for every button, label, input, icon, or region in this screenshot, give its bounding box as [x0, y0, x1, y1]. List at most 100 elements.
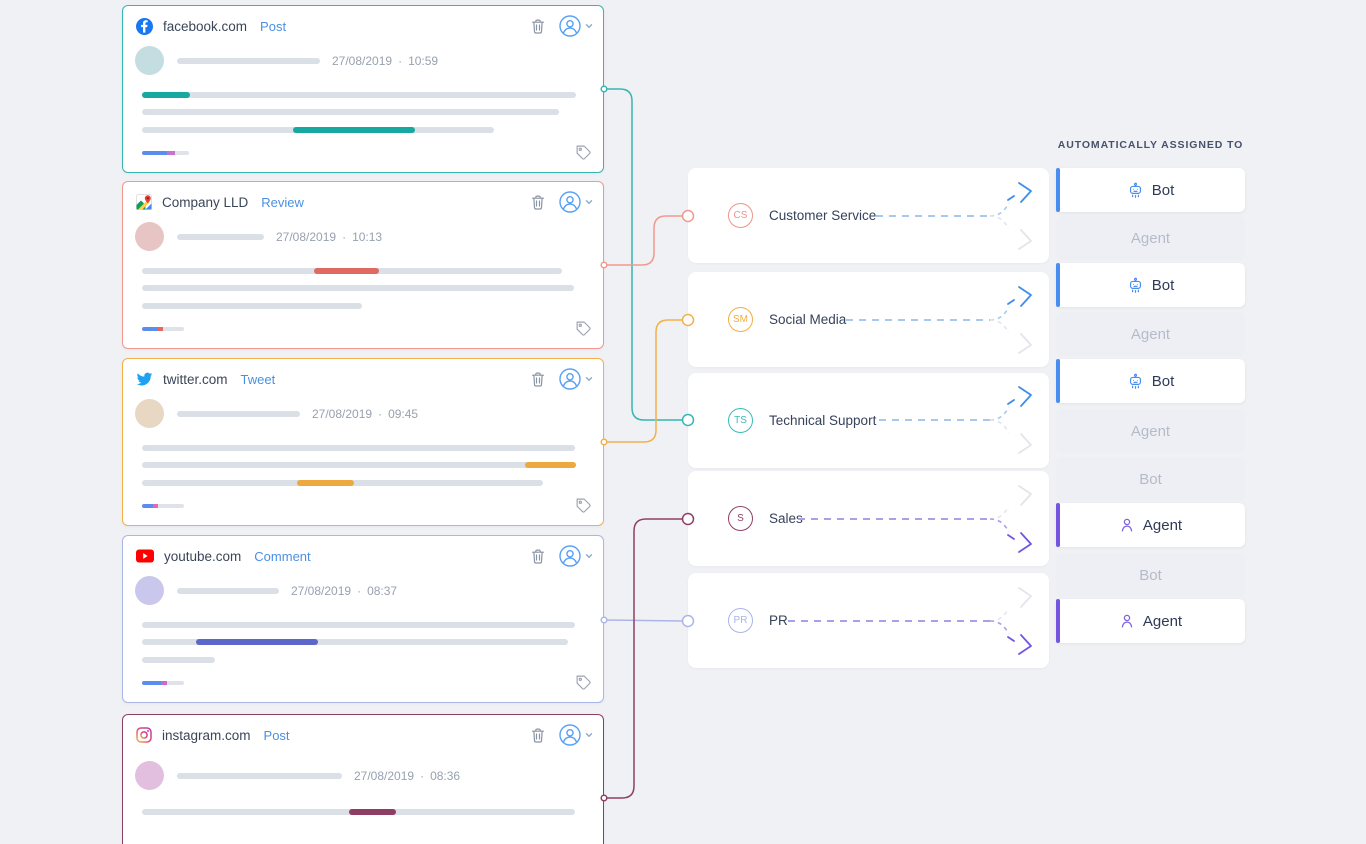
assign-option-bot-sales[interactable]: Bot	[1056, 457, 1245, 501]
assign-option-agent-customer-service[interactable]: Agent	[1056, 216, 1245, 260]
category-card-sales: S Sales	[688, 471, 1049, 566]
post-date: 27/08/2019	[291, 583, 352, 598]
post-source: instagram.com	[162, 727, 251, 743]
assign-option-agent-technical-support[interactable]: Agent	[1056, 409, 1245, 453]
text-placeholder-line	[142, 268, 562, 274]
assign-option-agent-sales[interactable]: Agent	[1056, 503, 1245, 547]
chevron-down-icon	[585, 733, 593, 738]
assign-user-dropdown[interactable]	[559, 545, 594, 567]
post-card-youtube: youtube.com Comment 27/08/2019 · 08:37	[122, 535, 604, 703]
category-card-customer-service: CS Customer Service	[688, 168, 1049, 263]
youtube-icon	[136, 549, 154, 563]
delete-button[interactable]	[530, 727, 546, 744]
assign-option-bot-customer-service[interactable]: Bot	[1056, 168, 1245, 212]
bot-icon	[1129, 182, 1141, 198]
post-time: 10:59	[408, 53, 439, 68]
assign-user-dropdown[interactable]	[559, 724, 594, 746]
avatar	[135, 222, 164, 251]
category-card-technical-support: TS Technical Support	[688, 373, 1049, 468]
tag-icon	[576, 675, 591, 690]
tag-button[interactable]	[575, 497, 592, 514]
tag-button[interactable]	[575, 674, 592, 691]
active-accent-bar	[1056, 168, 1060, 212]
author-row: 27/08/2019 · 10:59	[135, 46, 438, 75]
mini-progress-bar	[142, 504, 184, 508]
post-card-header: twitter.com Tweet	[136, 359, 594, 399]
post-type-link[interactable]: Post	[260, 18, 287, 34]
category-label: PR	[769, 613, 788, 628]
date-separator: ·	[378, 406, 383, 421]
chevron-down-icon	[585, 377, 593, 382]
date-separator: ·	[398, 53, 403, 68]
text-placeholder-line	[142, 109, 559, 115]
post-datetime: 27/08/2019 · 08:36	[354, 769, 460, 783]
date-separator: ·	[420, 768, 425, 783]
avatar	[135, 399, 164, 428]
post-time: 09:45	[388, 406, 419, 421]
avatar	[135, 761, 164, 790]
assign-option-bot-pr[interactable]: Bot	[1056, 553, 1245, 597]
post-time: 08:36	[430, 768, 461, 783]
tag-icon	[576, 498, 591, 513]
assign-option-label: Bot	[1151, 276, 1175, 294]
post-datetime: 27/08/2019 · 10:59	[332, 54, 438, 68]
post-card-header: Company LLD Review	[136, 182, 594, 222]
delete-button[interactable]	[530, 548, 546, 565]
post-time: 10:13	[352, 229, 383, 244]
post-source: Company LLD	[162, 194, 249, 210]
delete-button[interactable]	[530, 194, 546, 211]
assign-option-label: Agent	[1142, 516, 1183, 534]
assign-option-label: Agent	[1130, 229, 1171, 247]
assign-user-dropdown[interactable]	[559, 368, 594, 390]
delete-button[interactable]	[530, 371, 546, 388]
assign-option-bot-social-media[interactable]: Bot	[1056, 263, 1245, 307]
assign-option-agent-social-media[interactable]: Agent	[1056, 312, 1245, 356]
text-placeholder-line	[142, 639, 568, 645]
assign-user-dropdown[interactable]	[559, 15, 594, 37]
date-separator: ·	[357, 583, 362, 598]
tag-button[interactable]	[575, 144, 592, 161]
connector-facebook-to-technical-support	[600, 85, 695, 427]
text-placeholder-line	[142, 445, 575, 451]
post-type-link[interactable]: Comment	[254, 548, 311, 564]
author-name-placeholder	[177, 410, 300, 417]
post-date: 27/08/2019	[276, 229, 337, 244]
category-badge: CS	[728, 203, 753, 228]
post-type-link[interactable]: Tweet	[240, 371, 276, 387]
trash-icon	[532, 372, 544, 387]
assign-option-agent-pr[interactable]: Agent	[1056, 599, 1245, 643]
tag-icon	[576, 145, 591, 160]
post-type-link[interactable]: Post	[263, 727, 290, 743]
post-source: facebook.com	[163, 18, 248, 34]
assign-option-label: Agent	[1130, 422, 1171, 440]
highlight-segment	[196, 639, 318, 645]
assign-option-label: Bot	[1139, 566, 1162, 584]
text-placeholder-line	[142, 92, 576, 98]
avatar	[135, 46, 164, 75]
mini-progress-bar	[142, 151, 189, 155]
assign-option-bot-technical-support[interactable]: Bot	[1056, 359, 1245, 403]
user-circle-icon	[559, 368, 581, 390]
delete-button[interactable]	[530, 18, 546, 35]
post-card-twitter: twitter.com Tweet 27/08/2019 · 09:45	[122, 358, 604, 526]
user-circle-icon	[559, 15, 581, 37]
mini-progress-bar	[142, 681, 184, 685]
highlight-segment	[293, 127, 415, 133]
category-label: Social Media	[769, 312, 847, 327]
category-label: Customer Service	[769, 208, 877, 223]
trash-icon	[532, 728, 544, 743]
text-placeholder-line	[142, 462, 576, 468]
text-placeholder-line	[142, 127, 494, 133]
category-label: Technical Support	[769, 413, 877, 428]
highlight-segment	[314, 268, 379, 274]
highlight-segment	[525, 462, 576, 468]
assign-user-dropdown[interactable]	[559, 191, 594, 213]
post-card-instagram: instagram.com Post 27/08/2019 · 08:36	[122, 714, 604, 844]
facebook-icon	[136, 17, 153, 35]
agent-icon	[1121, 518, 1133, 532]
tag-button[interactable]	[575, 320, 592, 337]
tag-icon	[576, 321, 591, 336]
post-type-link[interactable]: Review	[261, 194, 304, 210]
post-source: youtube.com	[164, 548, 242, 564]
